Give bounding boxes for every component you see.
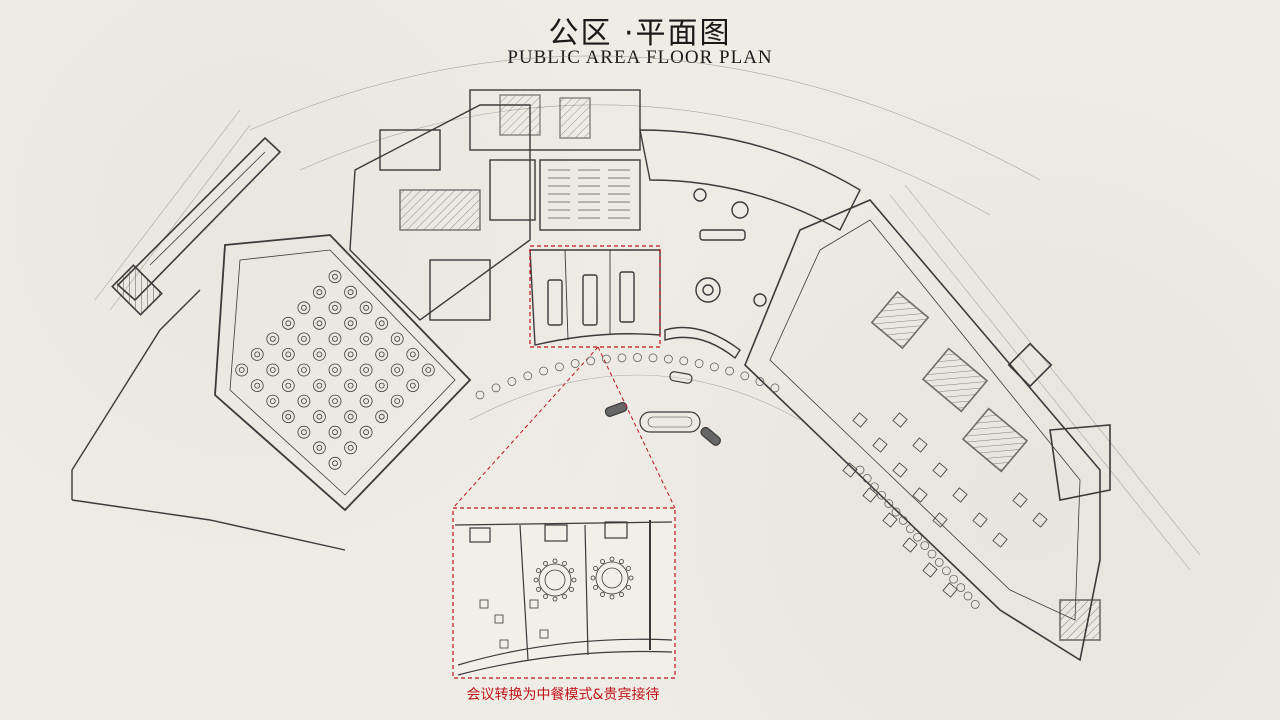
- dimension-lines: [94, 55, 1201, 571]
- landscape-trees: [475, 353, 980, 609]
- central-rooms: [349, 89, 641, 321]
- inset-plan: [452, 507, 676, 679]
- lobby: [639, 129, 861, 360]
- left-wing: [111, 136, 282, 316]
- ballroom-tables: [235, 270, 435, 470]
- leader-line-right: [597, 346, 676, 509]
- drop-off: [604, 371, 721, 446]
- right-wing: [744, 199, 1111, 662]
- left-terrace: [71, 289, 346, 551]
- theatre-seating: [548, 169, 630, 219]
- leader-line-left: [452, 346, 599, 509]
- ballroom: [214, 234, 472, 512]
- meeting-rooms: [529, 249, 661, 346]
- highlight-box: [529, 245, 661, 348]
- dining-tables: [842, 412, 1048, 598]
- inset-caption: 会议转换为中餐模式&贵宾接待: [466, 687, 660, 703]
- page-title: 公区 ·平面图: [548, 16, 732, 51]
